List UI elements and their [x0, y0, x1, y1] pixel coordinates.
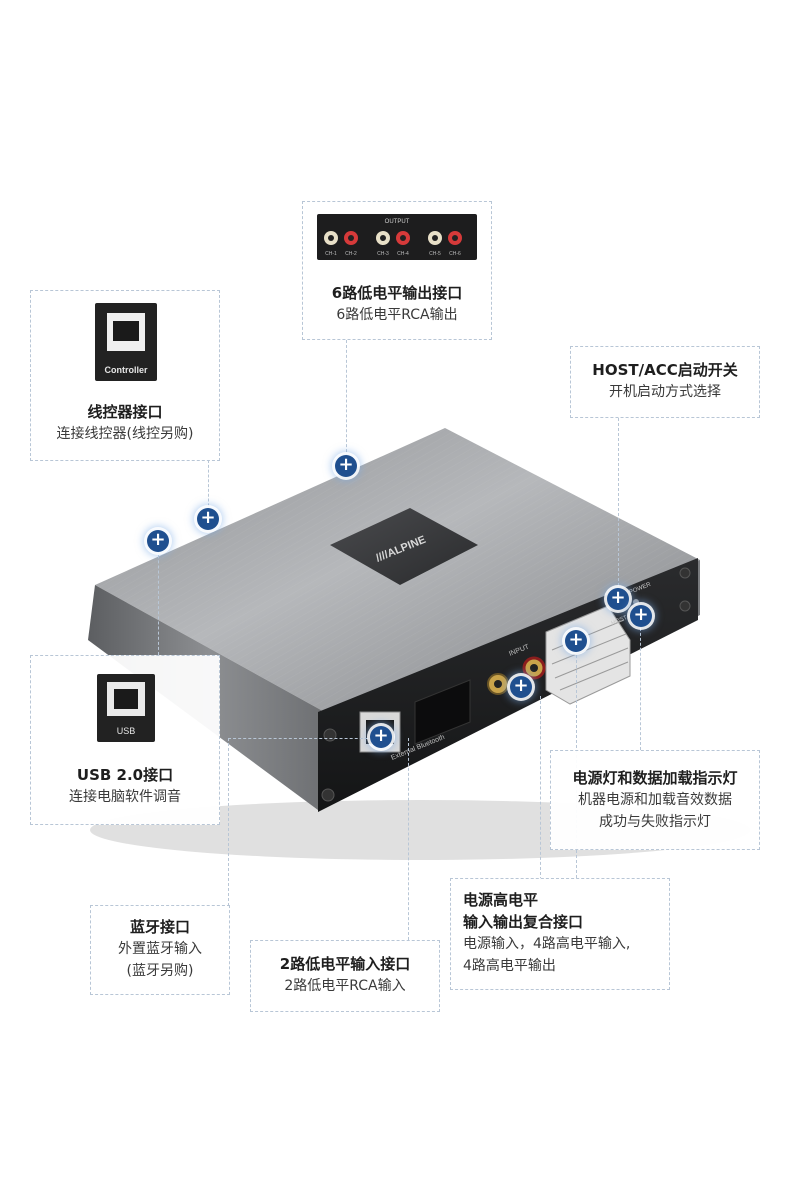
callout-subtitle: 4路高电平输出: [463, 958, 556, 974]
svg-text:OUTPUT: OUTPUT: [385, 219, 410, 225]
power-connector: [545, 605, 631, 705]
svg-text:CH-2: CH-2: [345, 251, 357, 257]
callout-title: 线控器接口: [87, 403, 163, 421]
callout-subtitle: 连接线控器(线控另购): [56, 426, 194, 442]
callout-subtitle: 6路低电平RCA输出: [336, 307, 458, 323]
callout-power-led: 电源灯和数据加载指示灯 机器电源和加载音效数据 成功与失败指示灯: [550, 750, 760, 850]
svg-text:CH-1: CH-1: [325, 251, 337, 257]
callout-usb: USB USB 2.0接口 连接电脑软件调音: [30, 655, 220, 825]
marker-host-acc[interactable]: +: [607, 588, 629, 610]
connector-line: [158, 540, 159, 655]
callout-title: 电源灯和数据加载指示灯: [572, 769, 738, 787]
logo-badge: [330, 508, 478, 585]
usb-thumb-label: USB: [116, 726, 136, 736]
callout-rca-output: OUTPUT CH-1 CH-2 CH-3 CH-4 CH-5 CH-6 6路低…: [302, 201, 492, 340]
connector-line: [618, 418, 619, 596]
controller-port-thumb: Controller: [95, 303, 157, 381]
screw: [323, 728, 337, 742]
callout-title: 2路低电平输入接口: [279, 955, 411, 973]
controller-thumb-label: Controller: [104, 365, 148, 375]
connector-line: [640, 618, 641, 750]
callout-controller: Controller 线控器接口 连接线控器(线控另购): [30, 290, 220, 461]
callout-title: 输入输出复合接口: [463, 913, 584, 931]
connector-line: [408, 738, 409, 940]
marker-usb[interactable]: +: [147, 530, 169, 552]
connector-line: [208, 460, 209, 516]
connector-line: [228, 738, 229, 906]
marker-rca-output[interactable]: +: [335, 455, 357, 477]
connector-line: [540, 696, 541, 880]
marker-rca-input[interactable]: +: [510, 676, 532, 698]
connector-line: [228, 738, 378, 739]
screw: [679, 567, 691, 579]
power-led: [633, 599, 639, 605]
callout-subtitle: 外置蓝牙输入: [118, 941, 202, 957]
screw: [679, 600, 691, 612]
svg-text:CH-5: CH-5: [429, 251, 441, 257]
callout-title: USB 2.0接口: [76, 766, 174, 784]
callout-title: HOST/ACC启动开关: [592, 361, 738, 379]
callout-rca-input: 2路低电平输入接口 2路低电平RCA输入: [250, 940, 440, 1012]
marker-power-led[interactable]: +: [630, 605, 652, 627]
callout-power-connector: 电源高电平 输入输出复合接口 电源输入，4路高电平输入, 4路高电平输出: [450, 878, 670, 990]
usb-port-thumb: USB: [97, 674, 155, 742]
callout-bluetooth: 蓝牙接口 外置蓝牙输入 (蓝牙另购): [90, 905, 230, 995]
marker-power-connector[interactable]: +: [565, 630, 587, 652]
rca-output-thumb: OUTPUT CH-1 CH-2 CH-3 CH-4 CH-5 CH-6: [317, 214, 477, 260]
svg-text:CH-3: CH-3: [377, 251, 389, 257]
usb-window: [414, 679, 471, 745]
callout-title: 蓝牙接口: [129, 918, 190, 936]
screw: [321, 788, 335, 802]
callout-subtitle: 成功与失败指示灯: [599, 814, 711, 830]
callout-subtitle: 2路低电平RCA输入: [284, 978, 406, 994]
callout-title: 6路低电平输出接口: [331, 284, 463, 302]
svg-text:CH-4: CH-4: [397, 251, 409, 257]
marker-controller[interactable]: +: [197, 508, 219, 530]
callout-subtitle: 开机启动方式选择: [609, 384, 721, 400]
marker-bluetooth[interactable]: +: [370, 726, 392, 748]
connector-line: [346, 340, 347, 462]
svg-text:CH-6: CH-6: [449, 251, 461, 257]
callout-subtitle: (蓝牙另购): [126, 963, 194, 979]
callout-host-acc: HOST/ACC启动开关 开机启动方式选择: [570, 346, 760, 418]
callout-subtitle: 电源输入，4路高电平输入,: [463, 936, 631, 952]
callout-subtitle: 连接电脑软件调音: [69, 789, 181, 805]
callout-title: 电源高电平: [463, 891, 539, 909]
callout-subtitle: 机器电源和加载音效数据: [578, 792, 732, 808]
